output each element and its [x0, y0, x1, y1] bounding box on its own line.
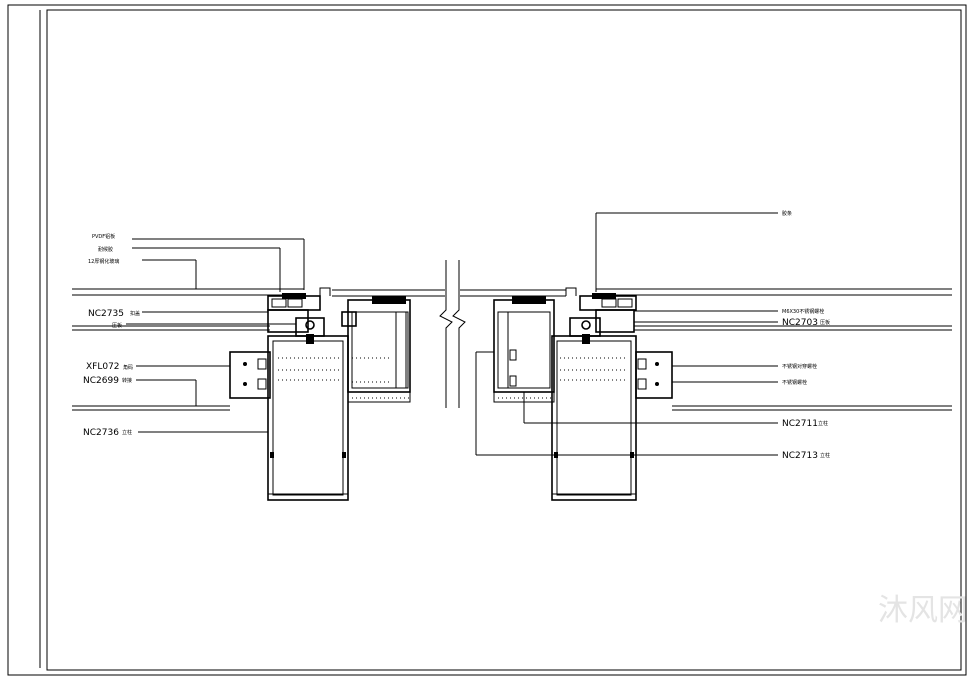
label-r-nc2711: NC2711 — [782, 419, 818, 429]
label-glass: 12厚钢化玻璃 — [88, 258, 119, 265]
right-frame-clip-1 — [509, 349, 517, 361]
right-bracket-plate — [635, 351, 673, 399]
right-bracket-bolt-1 — [655, 362, 659, 366]
left-mullion-tab-2 — [342, 452, 346, 458]
label-r-nc2711-note: 立柱 — [818, 420, 828, 427]
right-bracket-bolt-2 — [655, 382, 659, 386]
watermark: 沐风网 — [878, 593, 968, 628]
left-gasket — [282, 293, 306, 299]
left-labels: PVDF铝板 耐候胶 12厚钢化玻璃 NC2735 扣盖 压板 XFL072 角… — [83, 233, 140, 438]
inner-frame — [46, 9, 962, 671]
right-bolt-head — [581, 320, 591, 330]
label-nc2699-note: 转接 — [122, 377, 132, 384]
left-mullion-tab-1 — [270, 452, 274, 458]
right-window-frame — [493, 299, 555, 393]
left-cap-cell-1 — [271, 298, 287, 308]
right-cap-lip — [565, 287, 577, 296]
left-assembly — [72, 287, 445, 501]
label-r-nc2703-note: 压板 — [820, 319, 830, 326]
left-window-sash — [395, 311, 407, 389]
left-bracket-bolt-1 — [243, 362, 247, 366]
left-window-sill — [347, 392, 411, 403]
left-window-frame-inner — [351, 311, 409, 389]
label-xfl072-note: 角码 — [123, 364, 133, 371]
label-r-bolt1: M6X30不锈钢螺栓 — [782, 308, 824, 315]
left-bolt-shank — [306, 334, 314, 344]
label-r-nc2713-note: 立柱 — [820, 452, 830, 459]
right-pressure-plate — [595, 309, 635, 333]
right-cap-cell-1 — [601, 298, 617, 308]
break-line-right — [452, 260, 466, 408]
label-nc2736: NC2736 — [83, 428, 119, 438]
label-nc2699: NC2699 — [83, 376, 119, 386]
right-window-gasket — [512, 296, 546, 304]
left-pressure-plate — [267, 309, 309, 333]
right-bolt-shank — [582, 334, 590, 344]
label-xfl072: XFL072 — [86, 362, 120, 372]
left-bracket-plate — [229, 351, 271, 399]
left-cap-cell-2 — [287, 298, 303, 308]
left-bracket-bolt-2 — [243, 382, 247, 386]
right-assembly — [460, 287, 952, 501]
label-r-bolt2b: 不锈钢螺栓 — [782, 379, 807, 386]
right-cap-cell-2 — [617, 298, 633, 308]
label-r-bolt2: 不锈钢对穿螺栓 — [782, 363, 817, 370]
right-bracket-nut-1 — [637, 358, 647, 370]
break-line-left — [439, 260, 453, 408]
left-cap-lip — [319, 287, 331, 296]
right-gasket — [592, 293, 616, 299]
left-window-hook — [341, 311, 357, 327]
left-bolt-head — [305, 320, 315, 330]
label-top2: 耐候胶 — [98, 246, 113, 253]
label-top1: PVDF铝板 — [92, 233, 115, 240]
label-r-nc2703: NC2703 — [782, 318, 818, 328]
left-bracket-nut-2 — [257, 378, 267, 390]
label-r-nc2713: NC2713 — [782, 451, 818, 461]
label-nc2736-note: 立柱 — [122, 429, 132, 436]
break-lines — [439, 260, 466, 408]
left-mullion-outer — [267, 335, 349, 501]
label-nc2735: NC2735 — [88, 309, 124, 319]
left-mullion-inner — [272, 340, 344, 496]
left-window-frame — [347, 299, 411, 393]
leader-lines — [126, 212, 778, 456]
right-mullion-outer — [551, 335, 637, 501]
label-under-nc2735: 压板 — [112, 322, 122, 329]
right-labels: 胶条 M6X30不锈钢螺栓 NC2703 压板 不锈钢对穿螺栓 不锈钢螺栓 NC… — [782, 210, 830, 461]
right-mullion-inner — [556, 340, 632, 496]
right-window-frame-inner — [497, 311, 551, 389]
right-window-sash — [497, 311, 509, 389]
left-bracket-nut-1 — [257, 358, 267, 370]
label-r-top: 胶条 — [782, 210, 792, 217]
right-bracket-nut-2 — [637, 378, 647, 390]
right-frame-clip-2 — [509, 375, 517, 387]
left-window-gasket — [372, 296, 406, 304]
outer-frame — [7, 4, 967, 676]
label-nc2735-note: 扣盖 — [130, 310, 140, 317]
